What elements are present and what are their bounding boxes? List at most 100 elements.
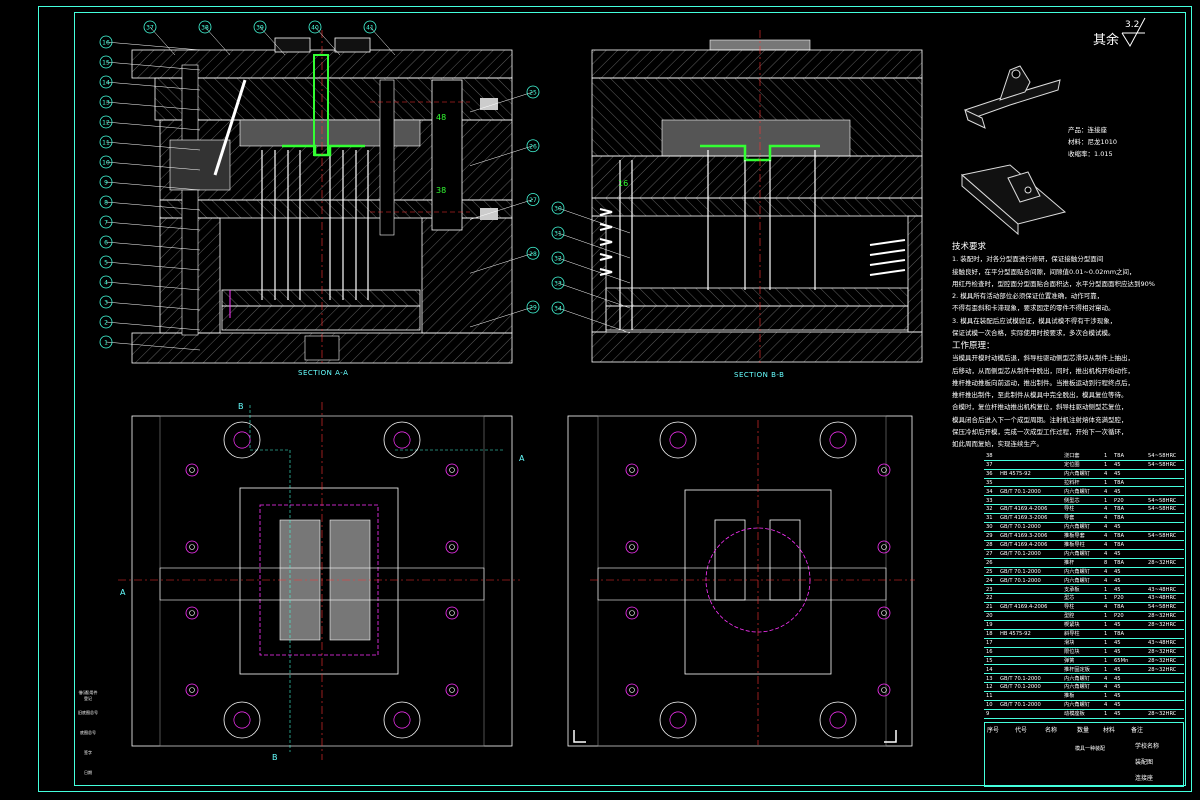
text-line: 模具闭合后进入下一个成型周期。注射机注射熔体充满型腔， — [952, 415, 1128, 424]
finish-value: 3.2 — [1125, 20, 1140, 30]
left-guide-bore — [233, 711, 251, 729]
leader-line — [105, 181, 201, 191]
bom-cell-mat: T8A — [1114, 453, 1125, 459]
part-balloon-label: 30 — [554, 206, 562, 213]
part-balloon — [551, 276, 565, 290]
bom-cell-mat: 45 — [1114, 577, 1121, 584]
tech-requirements-title: 技术要求 — [952, 242, 987, 252]
part-balloon-label: 9 — [104, 180, 108, 187]
product-iso-views — [960, 65, 1067, 236]
bom-cell-qty: 8 — [1104, 559, 1108, 566]
bom-cell-qty: 4 — [1104, 675, 1108, 682]
bom-cell-qty: 1 — [1104, 497, 1108, 504]
bom-cell-qty: 4 — [1104, 568, 1108, 575]
text-line: 3. 模具在装配后应试模验证，模具试模不得有干涉现象， — [952, 316, 1117, 325]
bom-cell-name: 内六角螺钉 — [1064, 684, 1090, 691]
part-balloon — [99, 335, 113, 349]
bom-cell-no: 35 — [986, 479, 993, 486]
bom-cell-note: 54~58HRC — [1148, 497, 1177, 504]
bom-cell-mat: 45 — [1114, 648, 1121, 655]
bom-cell-qty: 1 — [1104, 479, 1108, 486]
bom-cell-no: 20 — [986, 613, 993, 620]
right-guide-bore — [829, 431, 847, 449]
bom-cell-mat: 45 — [1114, 675, 1121, 682]
bom-cell-std: GB/T 4169.3-2006 — [1000, 515, 1048, 522]
bom-cell-note: 54~58HRC — [1148, 533, 1177, 540]
work-principle: 工作原理： 当模具开模时动模后退，斜导柱驱动侧型芯滑块从制件上抽出，后移动，从而… — [952, 340, 1134, 451]
leader-line — [469, 199, 534, 220]
bom-cell-mat: 45 — [1114, 461, 1121, 468]
leader-line — [105, 101, 201, 111]
bom-cell-qty: 1 — [1104, 595, 1108, 602]
bom-cell-name: 导柱 — [1064, 604, 1075, 611]
bom-cell-name: 内六角螺钉 — [1064, 675, 1090, 682]
part-balloon-label: 7 — [104, 220, 108, 227]
part-balloon — [526, 139, 540, 153]
product-line: 材料：尼龙1010 — [1068, 138, 1118, 146]
leader-line — [105, 261, 201, 271]
leader-line — [105, 221, 201, 231]
bom-cell-mat: 45 — [1114, 550, 1121, 557]
right-guide-bore — [829, 711, 847, 729]
bom-cell-no: 23 — [986, 586, 993, 593]
bom-cell-qty: 4 — [1104, 577, 1108, 584]
bom-cell-std: GB/T 4169.4-2006 — [1000, 506, 1048, 513]
bom-cell-no: 11 — [986, 693, 993, 700]
finish-symbol-mark — [1121, 17, 1146, 48]
right-screw-core — [629, 610, 635, 616]
title-header-no: 序号 — [987, 727, 1000, 734]
bom-cell-mat: T8A — [1114, 506, 1125, 513]
text-line: 2. 模具所有活动部位必须保证位置准确，动作可靠， — [952, 292, 1104, 301]
bom-cell-mat: T8A — [1114, 479, 1125, 486]
right-screw-hole — [877, 606, 891, 620]
section-b-b-label: SECTION B-B — [734, 371, 785, 379]
right-guide-bore — [669, 431, 687, 449]
bom-cell-no: 30 — [986, 524, 993, 531]
bom-cell-note: 43~48HRC — [1148, 586, 1177, 593]
left-screw-hole — [445, 606, 459, 620]
bom-cell-qty: 1 — [1104, 461, 1108, 468]
bom-cell-mat: 45 — [1114, 568, 1121, 575]
bom-cell-qty: 1 — [1104, 613, 1108, 620]
inner-border — [74, 12, 1186, 786]
text-line: 如此周而复始，实现连续生产。 — [952, 440, 1043, 449]
right-screw-core — [629, 687, 635, 693]
bom-cell-no: 28 — [986, 542, 993, 548]
right-guide-hole — [819, 701, 857, 739]
part-balloon — [551, 301, 565, 315]
leader-line — [557, 307, 631, 334]
right-screw-core — [881, 544, 887, 550]
part-balloon — [99, 155, 113, 169]
bom-cell-note: 28~32HRC — [1148, 648, 1177, 655]
right-guide-hole — [659, 701, 697, 739]
section-a-a — [131, 30, 513, 365]
left-screw-hole — [185, 540, 199, 554]
work-principle-title: 工作原理： — [952, 341, 995, 351]
part-balloon-label: 11 — [102, 140, 110, 147]
title-header-note: 备注 — [1131, 727, 1144, 734]
product-line: 收缩率：1.015 — [1068, 150, 1113, 158]
dimension-label: 48 — [436, 113, 446, 122]
part-balloon-label: 14 — [102, 80, 110, 87]
bom-cell-std: GB/T 70.1-2000 — [1000, 524, 1041, 531]
part-balloon-label: 4 — [104, 280, 108, 287]
bom-cell-name: 侧型芯 — [1064, 497, 1080, 504]
part-balloon — [526, 193, 540, 206]
part-balloon — [99, 235, 113, 249]
side-cell: 日期 — [84, 770, 92, 775]
